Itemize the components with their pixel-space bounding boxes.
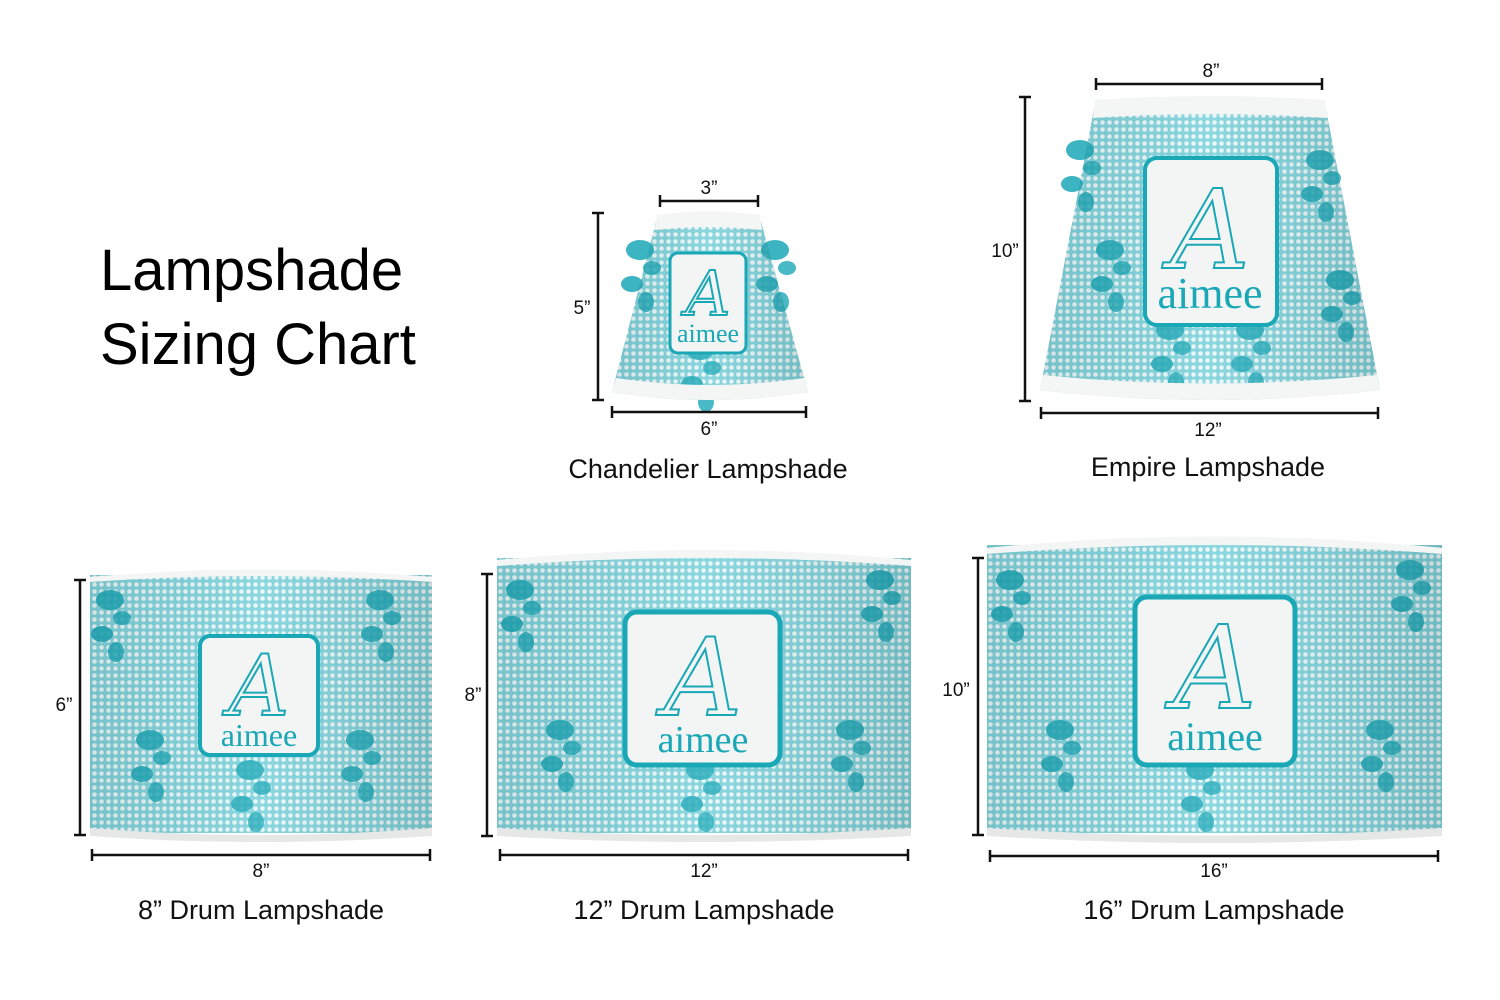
height-dimension-line: [1019, 95, 1031, 403]
monogram-initial: A: [222, 637, 290, 735]
caption-chandelier: Chandelier Lampshade: [568, 454, 847, 484]
monogram-panel: [668, 251, 748, 355]
monogram-panel: [198, 634, 320, 757]
bottom-dimension-line: [498, 849, 910, 861]
monogram-name: aimee: [221, 717, 297, 753]
bottom-dimension-label: 12”: [1194, 420, 1221, 441]
bottom-dimension-label: 16”: [1200, 861, 1227, 882]
monogram-initial: A: [681, 257, 731, 330]
bottom-dimension-line: [90, 849, 432, 861]
height-dimension-label: 8”: [465, 685, 482, 706]
top-dimension-label: 8”: [1203, 61, 1220, 82]
top-dimension-line: [1094, 78, 1324, 90]
height-dimension-label: 10”: [942, 680, 969, 701]
caption-drum-16: 16” Drum Lampshade: [1083, 895, 1344, 925]
drum-16-lampshade: A aimee: [987, 536, 1442, 843]
monogram-panel: [622, 609, 783, 768]
drum-12-lampshade: A aimee: [497, 550, 911, 842]
monogram-name: aimee: [677, 319, 739, 348]
monogram-panel: [1143, 156, 1279, 327]
chart-title-line2: Sizing Chart: [100, 312, 416, 377]
chandelier-lampshade: A aimee: [612, 211, 808, 412]
caption-drum-12: 12” Drum Lampshade: [573, 895, 834, 925]
monogram-name: aimee: [658, 719, 749, 761]
monogram-name: aimee: [1157, 269, 1262, 318]
height-dimension-line: [481, 572, 493, 838]
caption-drum-8: 8” Drum Lampshade: [138, 895, 384, 925]
monogram-panel: [1132, 594, 1298, 768]
empire-lampshade: A aimee: [1040, 96, 1380, 400]
height-dimension-line: [74, 578, 86, 837]
bottom-dimension-label: 12”: [690, 861, 717, 882]
chart-title-line1: Lampshade: [100, 238, 403, 303]
monogram-initial: A: [655, 616, 742, 741]
drum-8-lampshade: A aimee: [90, 569, 432, 842]
top-dimension-label: 3”: [701, 178, 718, 199]
height-dimension-label: 10”: [991, 241, 1018, 262]
caption-empire: Empire Lampshade: [1091, 452, 1325, 482]
height-dimension-line: [592, 211, 604, 402]
bottom-dimension-label: 6”: [701, 419, 718, 440]
top-dimension-line: [658, 195, 760, 207]
monogram-initial: A: [1161, 166, 1249, 294]
height-dimension-line: [972, 556, 984, 837]
bottom-dimension-line: [988, 850, 1440, 862]
monogram-name: aimee: [1167, 714, 1263, 759]
height-dimension-label: 6”: [56, 695, 73, 716]
height-dimension-label: 5”: [574, 298, 591, 319]
bottom-dimension-label: 8”: [253, 861, 270, 882]
monogram-initial: A: [1164, 602, 1256, 736]
bottom-dimension-line: [1039, 407, 1380, 419]
bottom-dimension-line: [610, 406, 808, 418]
